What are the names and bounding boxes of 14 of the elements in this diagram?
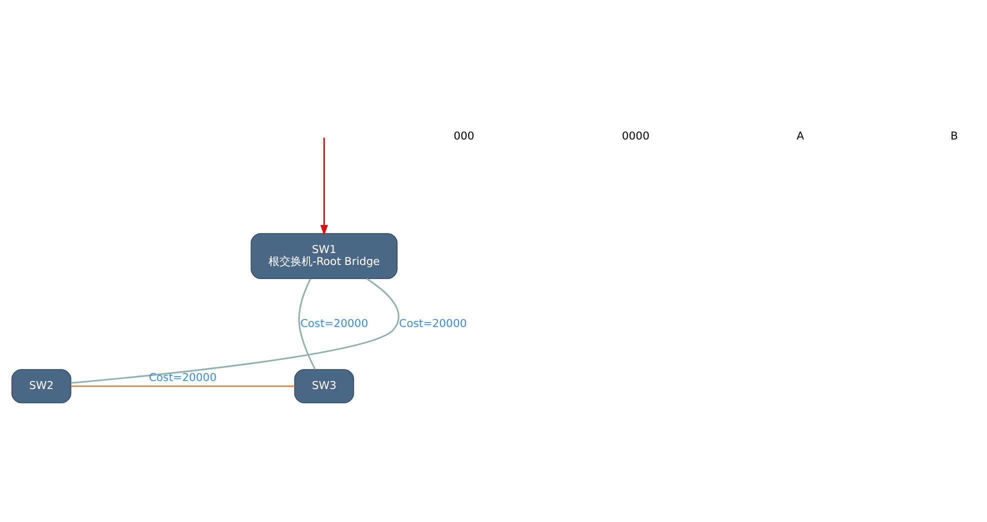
edge-label: Cost=20000 bbox=[399, 316, 467, 330]
node-box: SW1 根交换机-Root Bridge bbox=[250, 232, 398, 278]
label: A bbox=[796, 129, 804, 142]
arrow bbox=[320, 137, 328, 236]
label: 0000 bbox=[622, 129, 650, 142]
label: B bbox=[950, 129, 958, 142]
node-box: SW2 bbox=[11, 368, 72, 403]
edge-label: Cost=20000 bbox=[300, 316, 368, 330]
connector bbox=[71, 384, 295, 386]
edge-label: Cost=20000 bbox=[148, 370, 217, 384]
node-box: SW3 bbox=[294, 368, 354, 403]
label: 000 bbox=[454, 129, 474, 142]
connector bbox=[70, 278, 400, 384]
connector bbox=[298, 278, 316, 370]
